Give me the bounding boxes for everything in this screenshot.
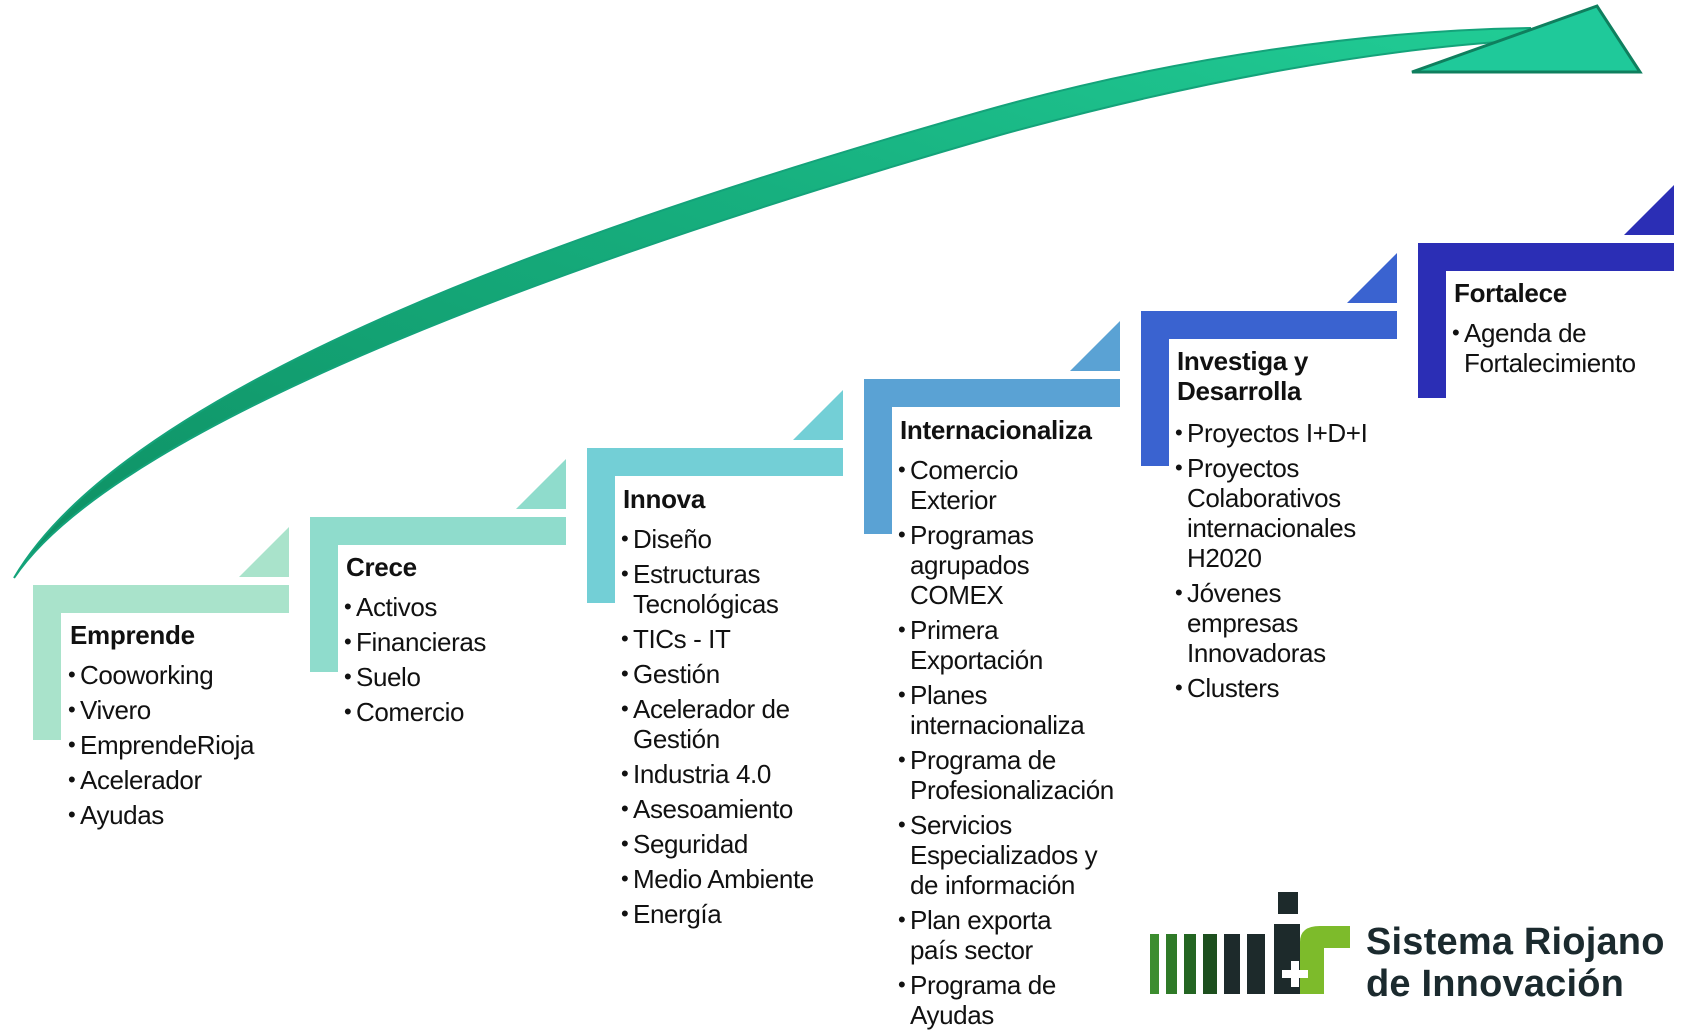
stage-items: ActivosFinancierasSueloComercio — [344, 592, 544, 732]
stage-title: Internacionaliza — [900, 415, 1092, 445]
stage-item: Primera Exportación — [898, 615, 1098, 675]
step-bar — [33, 585, 289, 740]
stair-steps — [33, 185, 1674, 740]
growth-arrow — [13, 4, 1643, 579]
stage-item: Programa de Profesionalización — [898, 745, 1114, 805]
stage-item: Planes internacionaliza — [898, 680, 1098, 740]
step-shape-6 — [1418, 185, 1674, 398]
arrow-head — [1411, 4, 1643, 74]
stage-item: Financieras — [344, 627, 544, 657]
sri-logo-icon — [1150, 892, 1350, 994]
step-bar — [310, 517, 566, 672]
step-riser — [239, 527, 289, 577]
stage-items: Proyectos I+D+I Proyectos Colaborativos i… — [1175, 418, 1375, 708]
stage-item: Proyectos Colaborativos internacionales … — [1175, 453, 1375, 573]
step-shape-1 — [33, 527, 289, 740]
logo-line-2: de Innovación — [1366, 963, 1625, 1005]
step-riser — [1347, 253, 1397, 303]
stage-item: Jóvenes empresas Innovadoras — [1175, 578, 1375, 668]
stage-item: Servicios Especializados y de informació… — [898, 810, 1098, 900]
sistema-riojano-logo: Sistema Riojano de Innovación — [1150, 892, 1682, 1006]
step-bar — [1141, 311, 1397, 466]
stage-item: Plan exporta país sector — [898, 905, 1098, 965]
stage-item: Diseño — [621, 524, 821, 554]
stage-item: Acelerador — [68, 765, 268, 795]
step-shape-4 — [864, 321, 1120, 534]
stage-item: Industria 4.0 — [621, 759, 821, 789]
stage-title: Innova — [623, 484, 705, 514]
stage-item: Cooworking — [68, 660, 268, 690]
growth-diagram — [13, 4, 1674, 740]
stage-items: DiseñoEstructuras TecnológicasTICs - IT G… — [621, 524, 821, 934]
stage-item: Vivero — [68, 695, 268, 725]
step-riser — [1624, 185, 1674, 235]
stage-item: Activos — [344, 592, 544, 622]
step-shape-2 — [310, 459, 566, 672]
stage-item: Proyectos I+D+I — [1175, 418, 1375, 448]
stage-title: Fortalece — [1454, 278, 1567, 308]
stage-item: EmprendeRioja — [68, 730, 268, 760]
stage-item: TICs - IT — [621, 624, 821, 654]
stage-item: Asesoamiento — [621, 794, 821, 824]
stage-item: Programas agrupados COMEX — [898, 520, 1098, 610]
stage-item: Estructuras Tecnológicas — [621, 559, 821, 619]
step-bar — [864, 379, 1120, 534]
logo-line-1: Sistema Riojano — [1366, 921, 1665, 963]
stage-item: Acelerador de Gestión — [621, 694, 821, 754]
stage-title: Emprende — [70, 620, 195, 650]
stage-item: Comercio — [344, 697, 544, 727]
stage-item: Ayudas — [68, 800, 268, 830]
stage-item: Programa de Ayudas — [898, 970, 1098, 1030]
step-shape-5 — [1141, 253, 1397, 466]
step-riser — [516, 459, 566, 509]
stage-title: Crece — [346, 552, 417, 582]
stage-item: Gestión — [621, 659, 821, 689]
stage-items: CooworkingViveroEmprendeRiojaAceleradorA… — [68, 660, 268, 835]
stage-item: Seguridad — [621, 829, 821, 859]
step-riser — [793, 390, 843, 440]
stage-title: Investiga y Desarrolla — [1177, 346, 1309, 406]
stage-item: Suelo — [344, 662, 544, 692]
step-bar — [1418, 243, 1674, 398]
stage-item: Energía — [621, 899, 821, 929]
stage-item: Clusters — [1175, 673, 1375, 703]
stage-item: Agenda de Fortalecimiento — [1452, 318, 1642, 378]
step-shape-3 — [587, 390, 843, 603]
step-bar — [587, 448, 843, 603]
stage-item: Comercio Exterior — [898, 455, 1098, 515]
stage-item: Medio Ambiente — [621, 864, 821, 894]
stage-items: Comercio ExteriorProgramas agrupados COM… — [898, 455, 1114, 1035]
step-riser — [1070, 321, 1120, 371]
stage-items: Agenda de Fortalecimiento — [1452, 318, 1642, 383]
